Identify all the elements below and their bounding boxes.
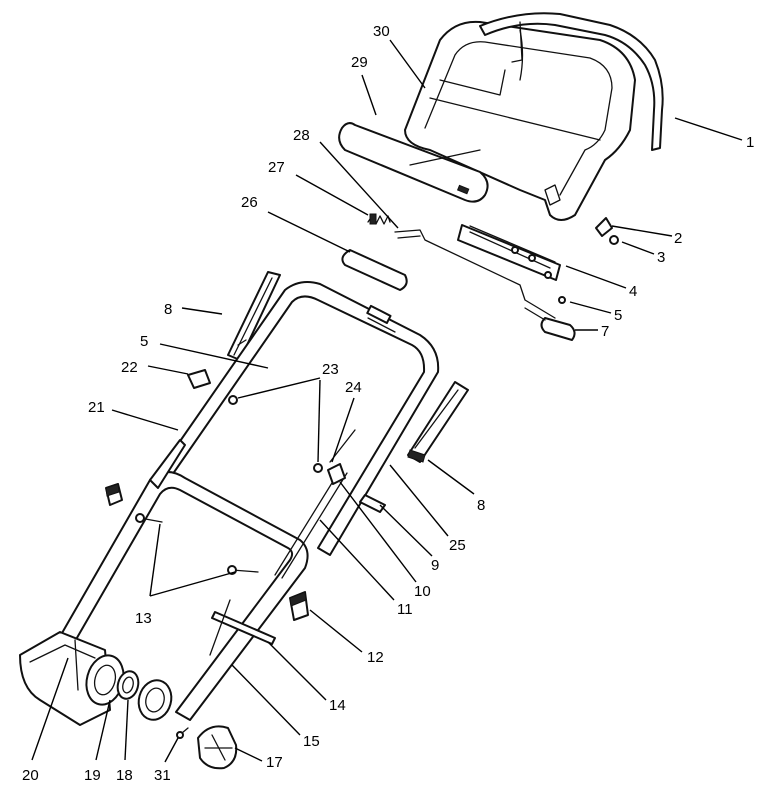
leader-13a (149, 523, 161, 597)
toothed-wheel (137, 679, 173, 721)
leader-14 (267, 641, 327, 701)
handle-bracket-left (227, 271, 281, 361)
callout-8a: 8 (164, 301, 172, 318)
leader-25 (389, 464, 449, 537)
washers-23 (228, 395, 323, 473)
callout-9: 9 (431, 557, 439, 574)
callout-23: 23 (322, 361, 339, 378)
nut-upper (558, 296, 566, 304)
leader-lines (31, 39, 743, 763)
knob-22 (187, 369, 211, 389)
callout-12: 12 (367, 649, 384, 666)
callout-5b: 5 (140, 333, 148, 350)
leader-27 (295, 174, 369, 216)
callout-19: 19 (84, 767, 101, 784)
callout-21: 21 (88, 399, 105, 416)
callout-11: 11 (397, 601, 413, 618)
callout-13: 13 (135, 610, 152, 627)
washer-ring (116, 670, 140, 700)
block-12 (289, 591, 309, 621)
rod-14 (209, 599, 276, 656)
leader-4 (565, 265, 627, 289)
leader-2 (611, 225, 673, 237)
leader-28 (319, 141, 399, 229)
callout-20: 20 (22, 767, 39, 784)
callout-5a: 5 (614, 307, 622, 324)
callout-28: 28 (293, 127, 310, 144)
bolts-13 (135, 513, 259, 575)
leader-13b (149, 571, 236, 597)
leader-23a (237, 377, 321, 399)
callout-31: 31 (154, 767, 171, 784)
leader-15 (231, 664, 301, 736)
leader-20 (31, 657, 69, 761)
leader-1 (674, 117, 743, 141)
screw-3 (609, 235, 619, 245)
callout-7: 7 (601, 323, 609, 340)
callout-22: 22 (121, 359, 138, 376)
callout-labels: 1 2 3 4 5 5 7 8 8 9 10 11 12 13 14 15 17… (22, 23, 754, 784)
leader-8b (427, 459, 475, 495)
leader-19 (95, 699, 111, 761)
callout-29: 29 (351, 54, 368, 71)
leader-17 (234, 747, 263, 762)
control-bracket (457, 224, 561, 281)
knob-cap (197, 725, 238, 770)
foam-grip (338, 122, 489, 203)
control-rod (394, 229, 556, 319)
upper-handle-frame (404, 20, 636, 221)
leader-30 (389, 39, 426, 89)
callout-15: 15 (303, 733, 320, 750)
clip (595, 217, 613, 237)
leader-18 (124, 699, 129, 761)
callout-14: 14 (329, 697, 346, 714)
callout-17: 17 (266, 754, 283, 771)
leader-31 (164, 737, 179, 763)
leader-22 (147, 365, 189, 375)
leader-3 (621, 241, 655, 255)
leader-24 (331, 397, 355, 463)
callout-18: 18 (116, 767, 133, 784)
cable-sleeve (341, 249, 408, 291)
callout-27: 27 (268, 159, 285, 176)
callout-1: 1 (746, 134, 754, 151)
callout-25: 25 (449, 537, 466, 554)
callout-10: 10 (414, 583, 431, 600)
leader-12 (309, 609, 363, 653)
leader-9 (379, 504, 433, 557)
side-block (105, 483, 123, 506)
lower-handle (34, 439, 309, 721)
callout-24: 24 (345, 379, 362, 396)
leader-29 (361, 74, 377, 116)
operator-control-bar (479, 12, 664, 151)
cable-end (524, 307, 576, 341)
callout-30: 30 (373, 23, 390, 40)
leader-26 (267, 211, 351, 253)
callout-4: 4 (629, 283, 637, 300)
hardware-cluster (327, 429, 386, 513)
handle-bracket-right (407, 381, 469, 463)
leader-5a (569, 301, 612, 314)
leader-23b (317, 379, 321, 463)
upper-handle (159, 281, 440, 556)
bar-11 (274, 469, 348, 579)
callout-3: 3 (657, 249, 665, 266)
callout-2: 2 (674, 230, 682, 247)
leader-5b (159, 343, 269, 369)
leader-8a (181, 307, 223, 315)
screw-31 (176, 727, 189, 739)
callout-26: 26 (241, 194, 258, 211)
leader-10 (339, 481, 417, 583)
leader-21 (111, 409, 179, 431)
leader-11 (319, 519, 395, 601)
callout-8b: 8 (477, 497, 485, 514)
